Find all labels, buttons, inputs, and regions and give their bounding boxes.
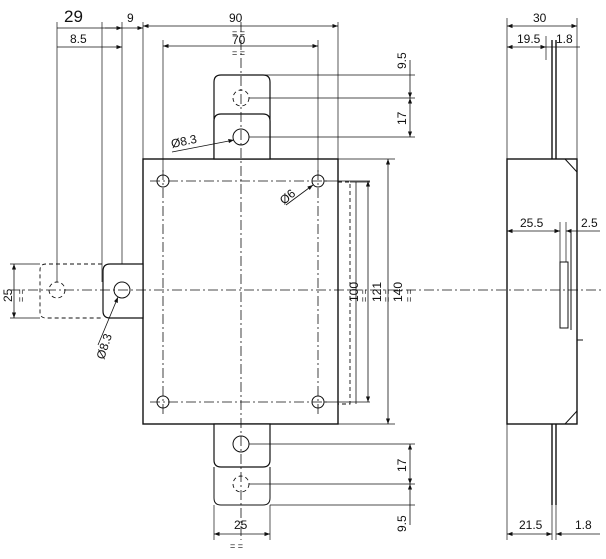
- leader-dia6: [285, 184, 314, 206]
- symmetry-mark-121: = =: [382, 289, 392, 302]
- label-25-5: 25.5: [520, 216, 544, 230]
- label-29: 29: [64, 7, 83, 26]
- left-inner-tab: [102, 263, 144, 319]
- bottom-upper-tab: [213, 423, 271, 468]
- symmetry-mark-25-left: = =: [16, 289, 26, 302]
- label-8-5: 8.5: [70, 32, 87, 46]
- extension-lines: [10, 22, 415, 540]
- internal-plate-hidden: [338, 181, 351, 405]
- label-25-bottom: 25: [234, 518, 248, 532]
- side-latch: [559, 261, 569, 329]
- label-90: 90: [229, 11, 243, 25]
- label-121: 121: [370, 282, 384, 302]
- label-9-5-bottom: 9.5: [395, 515, 409, 532]
- symmetry-mark-70: = =: [232, 48, 245, 58]
- label-1-8-bottom: 1.8: [575, 518, 592, 532]
- label-19-5: 19.5: [517, 32, 541, 46]
- top-lower-tab: [213, 113, 271, 160]
- symmetry-mark-100: = =: [359, 289, 369, 302]
- label-17-bottom: 17: [395, 458, 409, 472]
- symmetry-mark-25-bottom: = =: [230, 541, 243, 551]
- label-21-5: 21.5: [519, 518, 543, 532]
- label-dia8-3-left: Ø8.3: [94, 332, 115, 361]
- label-17-top: 17: [395, 111, 409, 125]
- label-25-left: 25: [1, 288, 15, 302]
- label-9: 9: [127, 11, 134, 25]
- label-dia6: Ø6: [277, 186, 299, 207]
- label-70: 70: [232, 33, 246, 47]
- symmetry-mark-90: = =: [232, 28, 245, 38]
- label-100: 100: [347, 282, 361, 302]
- symmetry-mark-140: = =: [404, 289, 414, 302]
- label-140: 140: [391, 282, 405, 302]
- label-30: 30: [533, 11, 547, 25]
- label-1-8-top: 1.8: [556, 32, 573, 46]
- left-outer-tab: [39, 263, 102, 319]
- leader-dia8-3-left: [97, 296, 119, 346]
- label-2-5: 2.5: [581, 216, 598, 230]
- leader-dia8-3-top: [171, 139, 235, 153]
- side-view: [506, 18, 600, 540]
- label-9-5-top: 9.5: [395, 52, 409, 69]
- label-dia8-3-top: Ø8.3: [170, 132, 199, 151]
- side-body: [506, 158, 578, 425]
- lock-body: [142, 158, 339, 425]
- bottom-lower-tab: [213, 467, 271, 506]
